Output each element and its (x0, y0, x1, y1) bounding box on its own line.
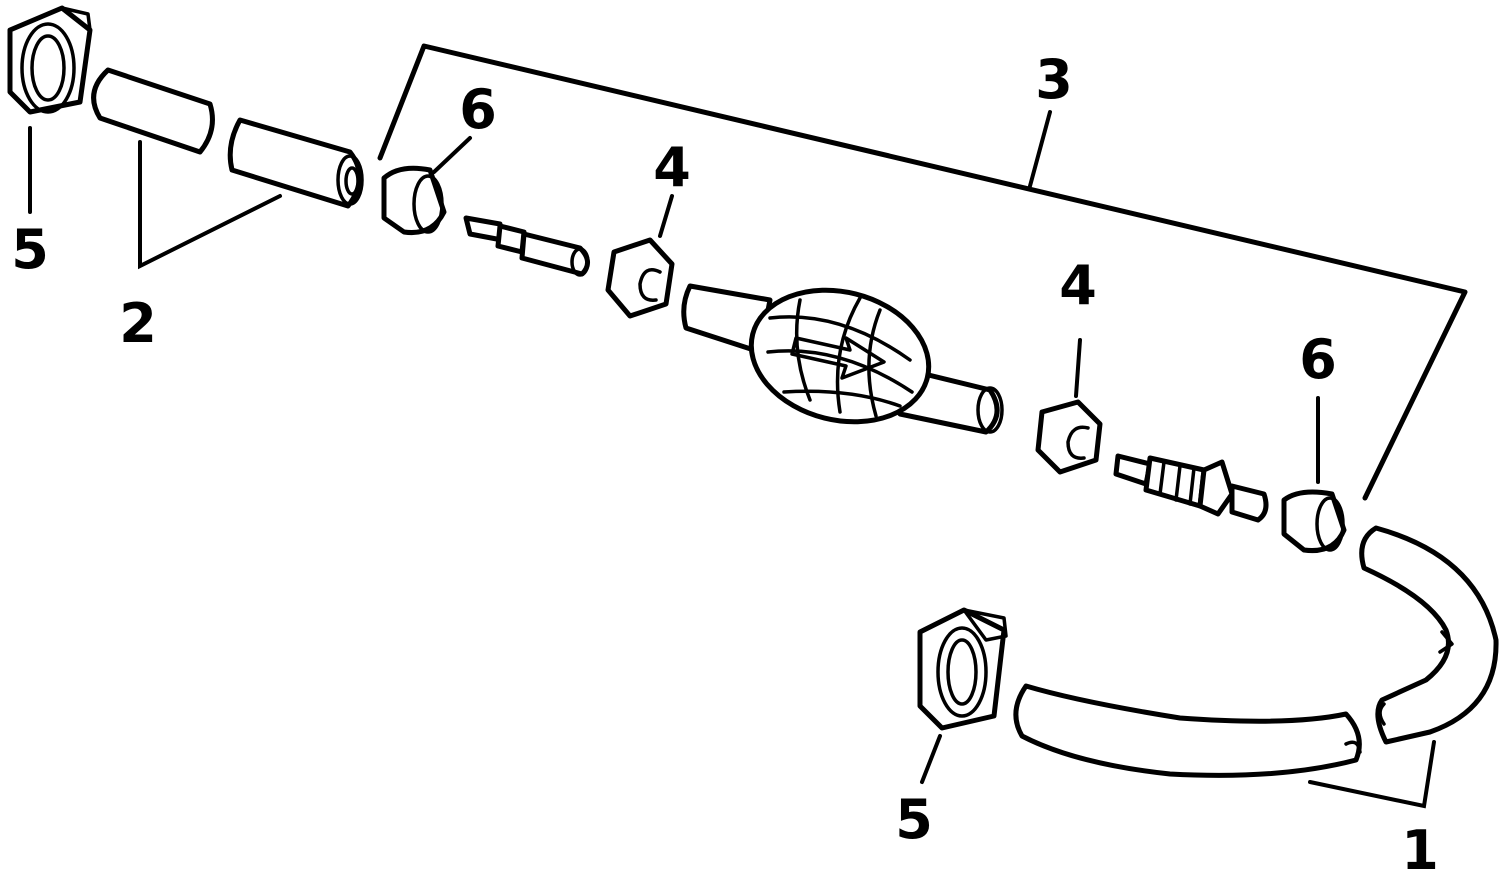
primer-bulb (681, 283, 1004, 435)
hose-clamp-top-left (7, 5, 93, 214)
nut-4-left (605, 194, 675, 319)
callout-3: 3 (1035, 48, 1073, 111)
callout-4-right: 4 (1059, 254, 1097, 317)
collar-6-right (1281, 396, 1347, 554)
callout-1: 1 (1401, 819, 1439, 869)
callout-5-bottom: 5 (895, 788, 933, 851)
callout-4-left: 4 (653, 136, 691, 199)
callout-6-left: 6 (459, 78, 497, 141)
fitting-right (1113, 453, 1269, 523)
callout-6-right: 6 (1299, 328, 1337, 391)
curved-hose-1 (1013, 525, 1499, 809)
hose-clamp-bottom (917, 607, 1008, 784)
callout-2: 2 (119, 292, 157, 355)
fitting-left (463, 215, 590, 277)
assembly-bracket-3 (377, 43, 1468, 501)
hose-pieces-2 (91, 67, 364, 270)
collar-6-left (381, 136, 472, 236)
callout-5-top-left: 5 (11, 218, 49, 281)
nut-4-right (1035, 338, 1103, 475)
